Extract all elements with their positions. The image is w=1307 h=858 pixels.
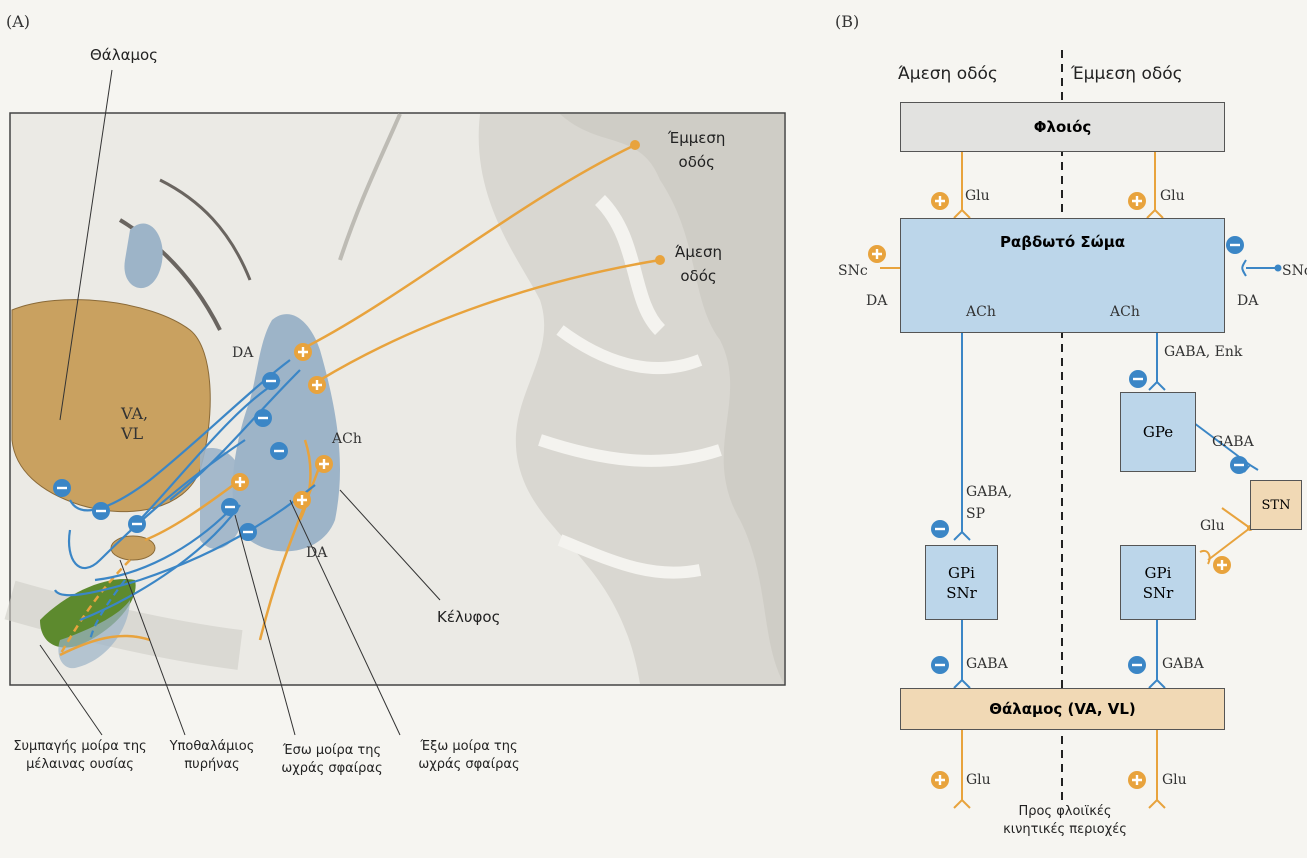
striatum-box-label: Ραβδωτό Σώμα — [1000, 233, 1125, 251]
plus-icon — [868, 245, 886, 263]
gaba-enk-label: GABA, Enk — [1164, 344, 1242, 360]
snc-right-label: SNc — [1282, 263, 1307, 279]
plus-icon — [1128, 192, 1146, 210]
minus-icon — [931, 656, 949, 674]
minus-icon — [1128, 656, 1146, 674]
gaba-direct-output-label: GABA — [966, 656, 1008, 672]
da-right-label: DA — [1237, 293, 1258, 309]
minus-icon — [1230, 456, 1248, 474]
gpe-box: GPe — [1120, 392, 1196, 472]
plus-icon — [931, 771, 949, 789]
minus-icon — [1129, 370, 1147, 388]
da-left-label: DA — [866, 293, 887, 309]
glu-label-cortex-direct: Glu — [965, 188, 990, 204]
gpe-box-label: GPe — [1143, 423, 1173, 441]
gaba-sp-label: GABA, SP — [966, 481, 1012, 525]
gaba-indirect-output-label: GABA — [1162, 656, 1204, 672]
gpi-snr-indirect-box: GPi SNr — [1120, 545, 1196, 620]
output-footer-label: Προς φλοιϊκές κινητικές περιοχές — [980, 803, 1150, 839]
glu-thalamus-indirect-label: Glu — [1162, 772, 1187, 788]
stn-box-label: STN — [1262, 498, 1291, 513]
ach-direct-label: ACh — [966, 304, 996, 320]
glu-label-cortex-indirect: Glu — [1160, 188, 1185, 204]
indirect-pathway-header: Έμμεση οδός — [1071, 64, 1183, 84]
ach-indirect-label: ACh — [1110, 304, 1140, 320]
thalamus-box: Θάλαμος (VA, VL) — [900, 688, 1225, 730]
plus-icon — [1128, 771, 1146, 789]
gpi-snr-indirect-label: GPi SNr — [1143, 563, 1174, 603]
snc-left-label: SNc — [838, 263, 868, 279]
minus-icon — [931, 520, 949, 538]
plus-icon — [931, 192, 949, 210]
glu-stn-label: Glu — [1200, 518, 1225, 534]
glu-thalamus-direct-label: Glu — [966, 772, 991, 788]
plus-icon — [1213, 556, 1231, 574]
cortex-box-label: Φλοιός — [1034, 118, 1092, 136]
gpi-snr-direct-label: GPi SNr — [946, 563, 977, 603]
thalamus-box-label: Θάλαμος (VA, VL) — [989, 700, 1136, 718]
direct-pathway-header: Άμεση οδός — [898, 64, 998, 84]
stn-box: STN — [1250, 480, 1302, 530]
striatum-box: Ραβδωτό Σώμα — [900, 218, 1225, 333]
minus-icon — [1226, 236, 1244, 254]
gpi-snr-direct-box: GPi SNr — [925, 545, 998, 620]
gaba-gpe-stn-label: GABA — [1212, 434, 1254, 450]
cortex-box: Φλοιός — [900, 102, 1225, 152]
